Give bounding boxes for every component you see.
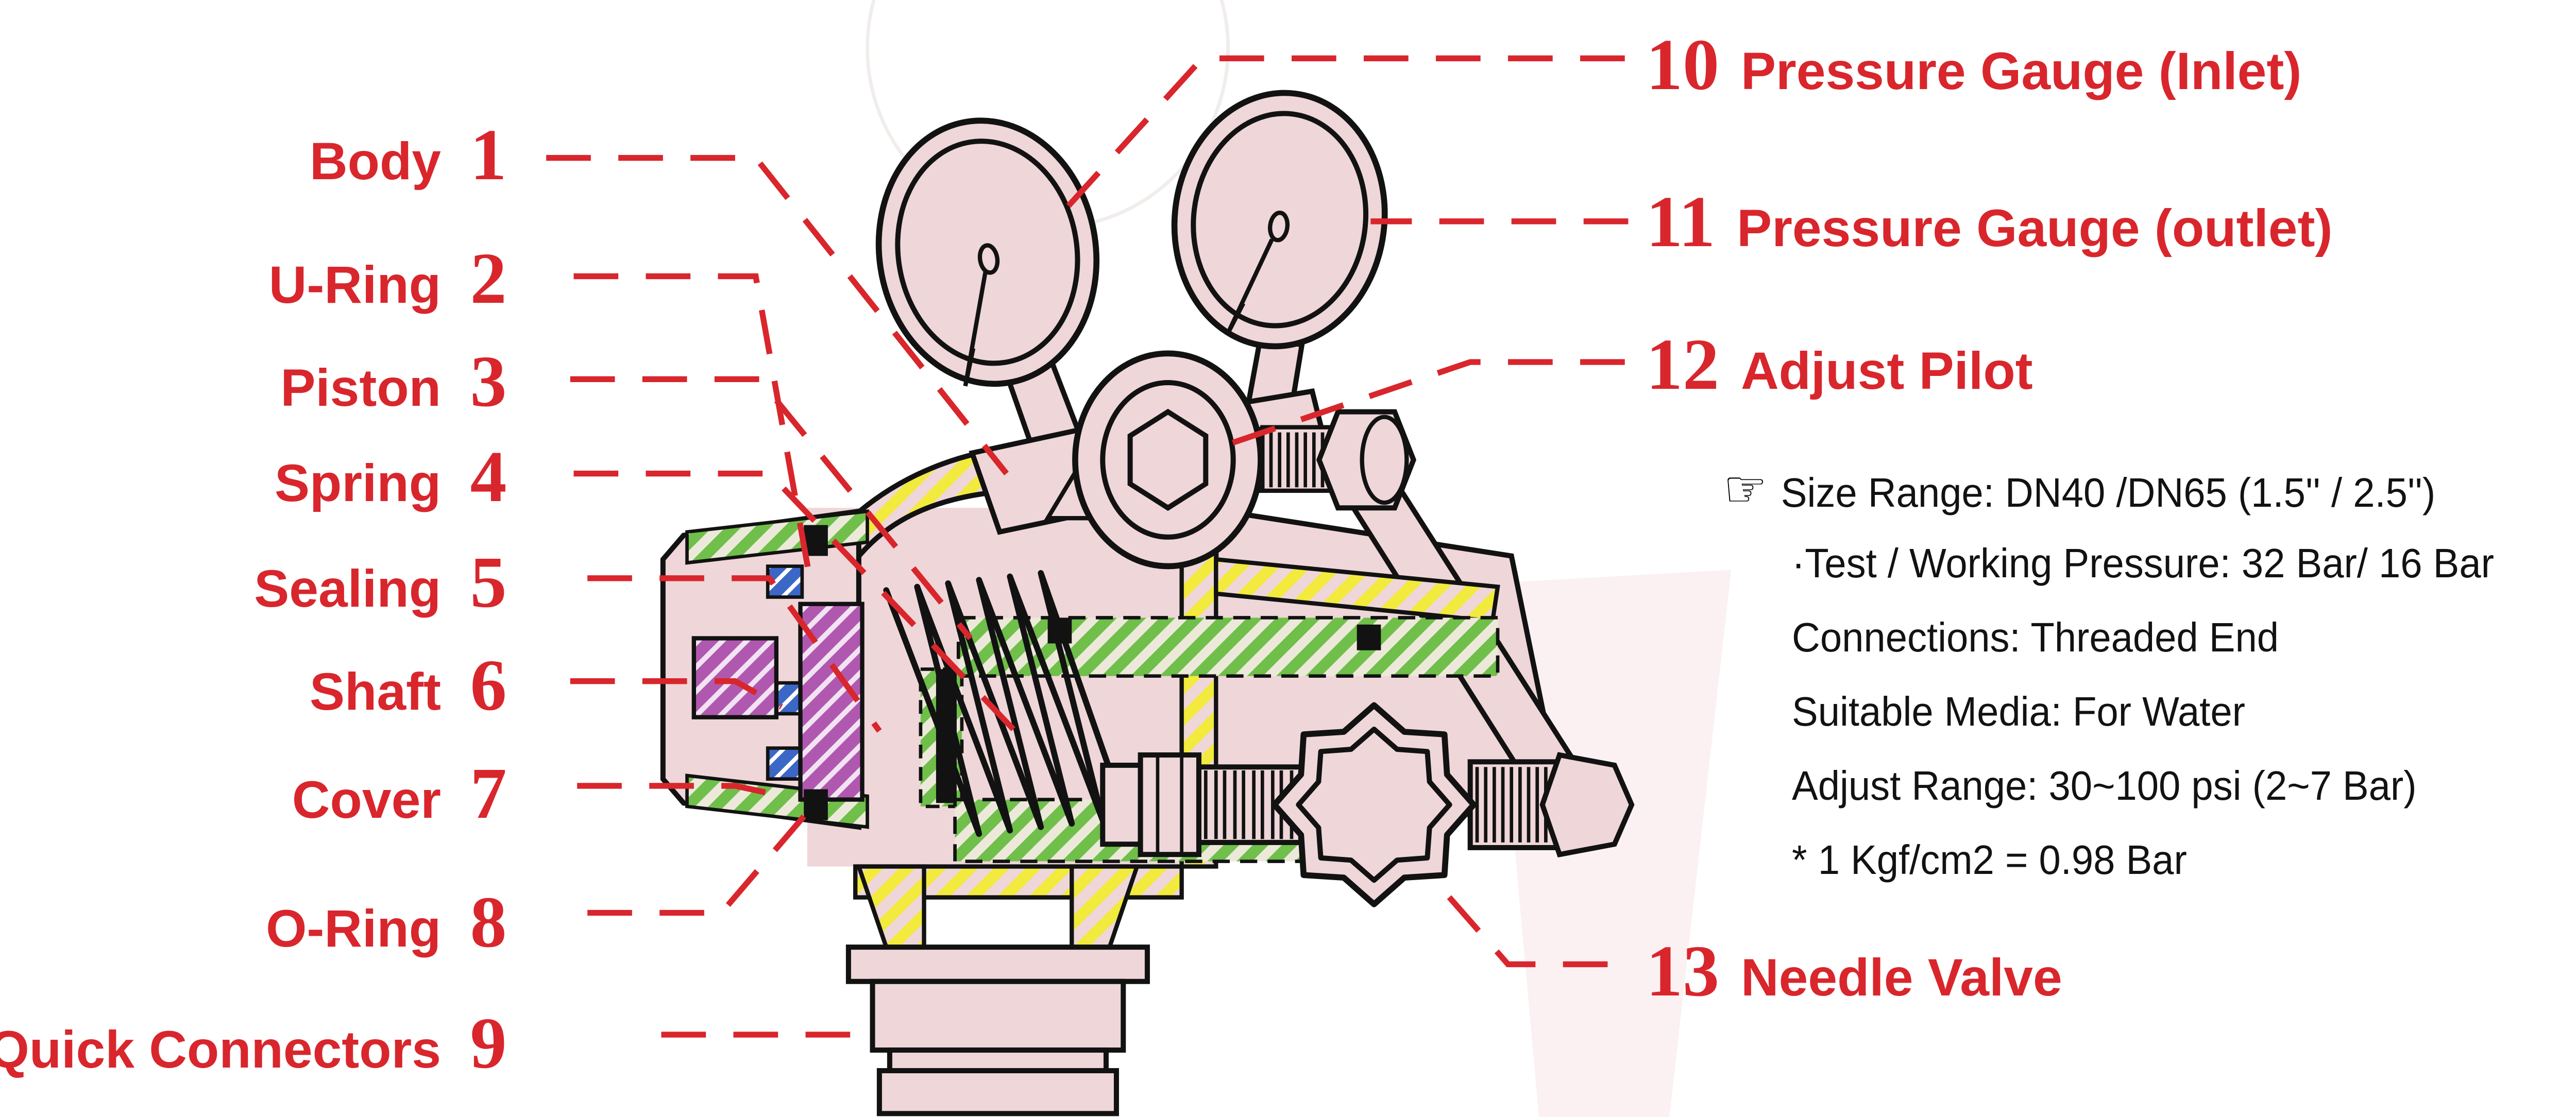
pointing-hand-icon: ☞ — [1723, 459, 1768, 519]
hex-nut — [1539, 752, 1635, 857]
part-label-number: 6 — [470, 644, 507, 726]
spec-line-conversion: * 1 Kgf/cm2 = 0.98 Bar — [1723, 823, 2494, 897]
spec-text: Adjust Range: 30~100 psi (2~7 Bar) — [1792, 763, 2417, 809]
part-label-piston: Piston 3 — [280, 342, 522, 420]
quick-connector-upper — [870, 978, 1126, 1053]
leader-lines — [546, 55, 1629, 1038]
part-label-spring: Spring 4 — [275, 438, 522, 515]
connector-flange — [845, 944, 1150, 984]
part-label-text: Adjust Pilot — [1741, 341, 2033, 400]
part-label-cover: Cover 7 — [292, 754, 522, 832]
leader-line-sealing — [587, 575, 882, 733]
piston-notch-right — [1357, 624, 1381, 650]
part-label-text: Pressure Gauge (Inlet) — [1741, 42, 2302, 100]
part-label-number: 2 — [470, 237, 507, 319]
thread-lines — [1269, 432, 1325, 488]
part-label-text: Needle Valve — [1741, 948, 2062, 1007]
part-label-text: O-Ring — [266, 899, 441, 958]
gauge-needle — [963, 271, 988, 387]
part-label-text: Shaft — [310, 662, 441, 721]
part-label-number: 13 — [1646, 930, 1719, 1011]
pilot-hex-socket — [1127, 408, 1209, 511]
outlet-port-left-wall — [856, 864, 926, 950]
part-label-pressure-gauge-inlet: 10 Pressure Gauge (Inlet) — [1646, 26, 2301, 103]
part-label-o-ring: O-Ring 8 — [266, 883, 522, 960]
part-label-text: Spring — [275, 454, 441, 512]
spring-coil — [883, 570, 1128, 837]
spec-text: * 1 Kgf/cm2 = 0.98 Bar — [1792, 837, 2187, 883]
outlet-port-right-wall — [1070, 864, 1140, 950]
part-label-quick-connectors: Quick Connectors 9 — [0, 1004, 522, 1081]
spec-text: ·Test / Working Pressure: 32 Bar/ 16 Bar — [1792, 540, 2494, 586]
leader-line-adjust-pilot — [1211, 359, 1625, 453]
threaded-connector-right — [1467, 752, 1635, 857]
spec-text: Size Range: DN40 /DN65 (1.5'' / 2.5'') — [1781, 470, 2436, 515]
part-label-shaft: Shaft 6 — [310, 646, 522, 724]
leader-line-u-ring — [573, 273, 814, 584]
part-label-number: 10 — [1646, 24, 1719, 105]
part-label-number: 11 — [1646, 181, 1716, 262]
spec-text: Suitable Media: For Water — [1792, 689, 2245, 734]
part-label-number: 5 — [470, 541, 507, 623]
needle-valve-handwheel-outer — [1271, 702, 1477, 907]
part-label-pressure-gauge-outlet: 11 Pressure Gauge (outlet) — [1646, 183, 2332, 260]
part-label-text: Cover — [292, 770, 441, 829]
part-label-text: Quick Connectors — [0, 1020, 441, 1079]
leader-line-piston — [570, 376, 973, 641]
part-label-sealing: Sealing 5 — [254, 543, 522, 621]
needle-valve-nut — [1138, 752, 1201, 857]
sealing-bottom — [804, 789, 828, 820]
shaft-stub — [691, 636, 779, 719]
part-label-number: 4 — [470, 436, 507, 517]
leader-line-cover — [577, 783, 784, 799]
part-label-text: Sealing — [254, 559, 441, 618]
spec-line-media: Suitable Media: For Water — [1723, 675, 2494, 749]
spec-line-adjust-range: Adjust Range: 30~100 psi (2~7 Bar) — [1723, 749, 2494, 823]
part-label-number: 8 — [470, 881, 507, 963]
pressure-gauge-inlet — [875, 117, 1100, 387]
part-label-text: Pressure Gauge (outlet) — [1737, 199, 2333, 257]
spec-text: Connections: Threaded End — [1792, 614, 2279, 660]
part-label-needle-valve: 13 Needle Valve — [1646, 932, 2062, 1009]
quick-connector-middle — [887, 1047, 1109, 1074]
part-label-text: U-Ring — [268, 255, 441, 314]
part-label-u-ring: U-Ring 2 — [269, 239, 522, 317]
gauge-hub — [1267, 210, 1290, 243]
gauge-needle — [1225, 238, 1274, 335]
spec-line-test-pressure: ·Test / Working Pressure: 32 Bar/ 16 Bar — [1723, 526, 2494, 600]
part-label-text: Piston — [280, 358, 441, 417]
adjust-pilot — [1072, 350, 1417, 570]
needle-valve — [1100, 702, 1477, 907]
part-label-adjust-pilot: 12 Adjust Pilot — [1646, 325, 2033, 403]
part-label-number: 12 — [1646, 323, 1719, 405]
quick-connector-lower — [876, 1068, 1119, 1116]
cover-strip-top — [685, 509, 869, 565]
part-label-number: 9 — [470, 1002, 507, 1084]
part-label-number: 3 — [470, 340, 507, 422]
spec-line-connections: Connections: Threaded End — [1723, 600, 2494, 675]
leader-line-needle-valve — [1433, 880, 1608, 968]
spec-line-size-range: ☞ Size Range: DN40 /DN65 (1.5'' / 2.5'') — [1723, 452, 2494, 526]
spec-block: ☞ Size Range: DN40 /DN65 (1.5'' / 2.5'')… — [1723, 452, 2535, 897]
pressure-gauge-outlet — [1171, 90, 1388, 350]
leader-line-shaft — [570, 678, 783, 710]
part-label-body: Body 1 — [310, 116, 522, 193]
leader-line-o-ring — [587, 804, 815, 916]
needle-valve-handwheel-inner — [1296, 727, 1452, 883]
part-label-text: Body — [310, 132, 441, 191]
o-ring-seal — [766, 746, 804, 781]
valve-stem — [936, 669, 957, 803]
part-label-number: 1 — [470, 114, 507, 195]
sealing-top — [804, 525, 828, 556]
gauge-hub — [977, 243, 1000, 275]
part-label-number: 7 — [470, 752, 507, 834]
